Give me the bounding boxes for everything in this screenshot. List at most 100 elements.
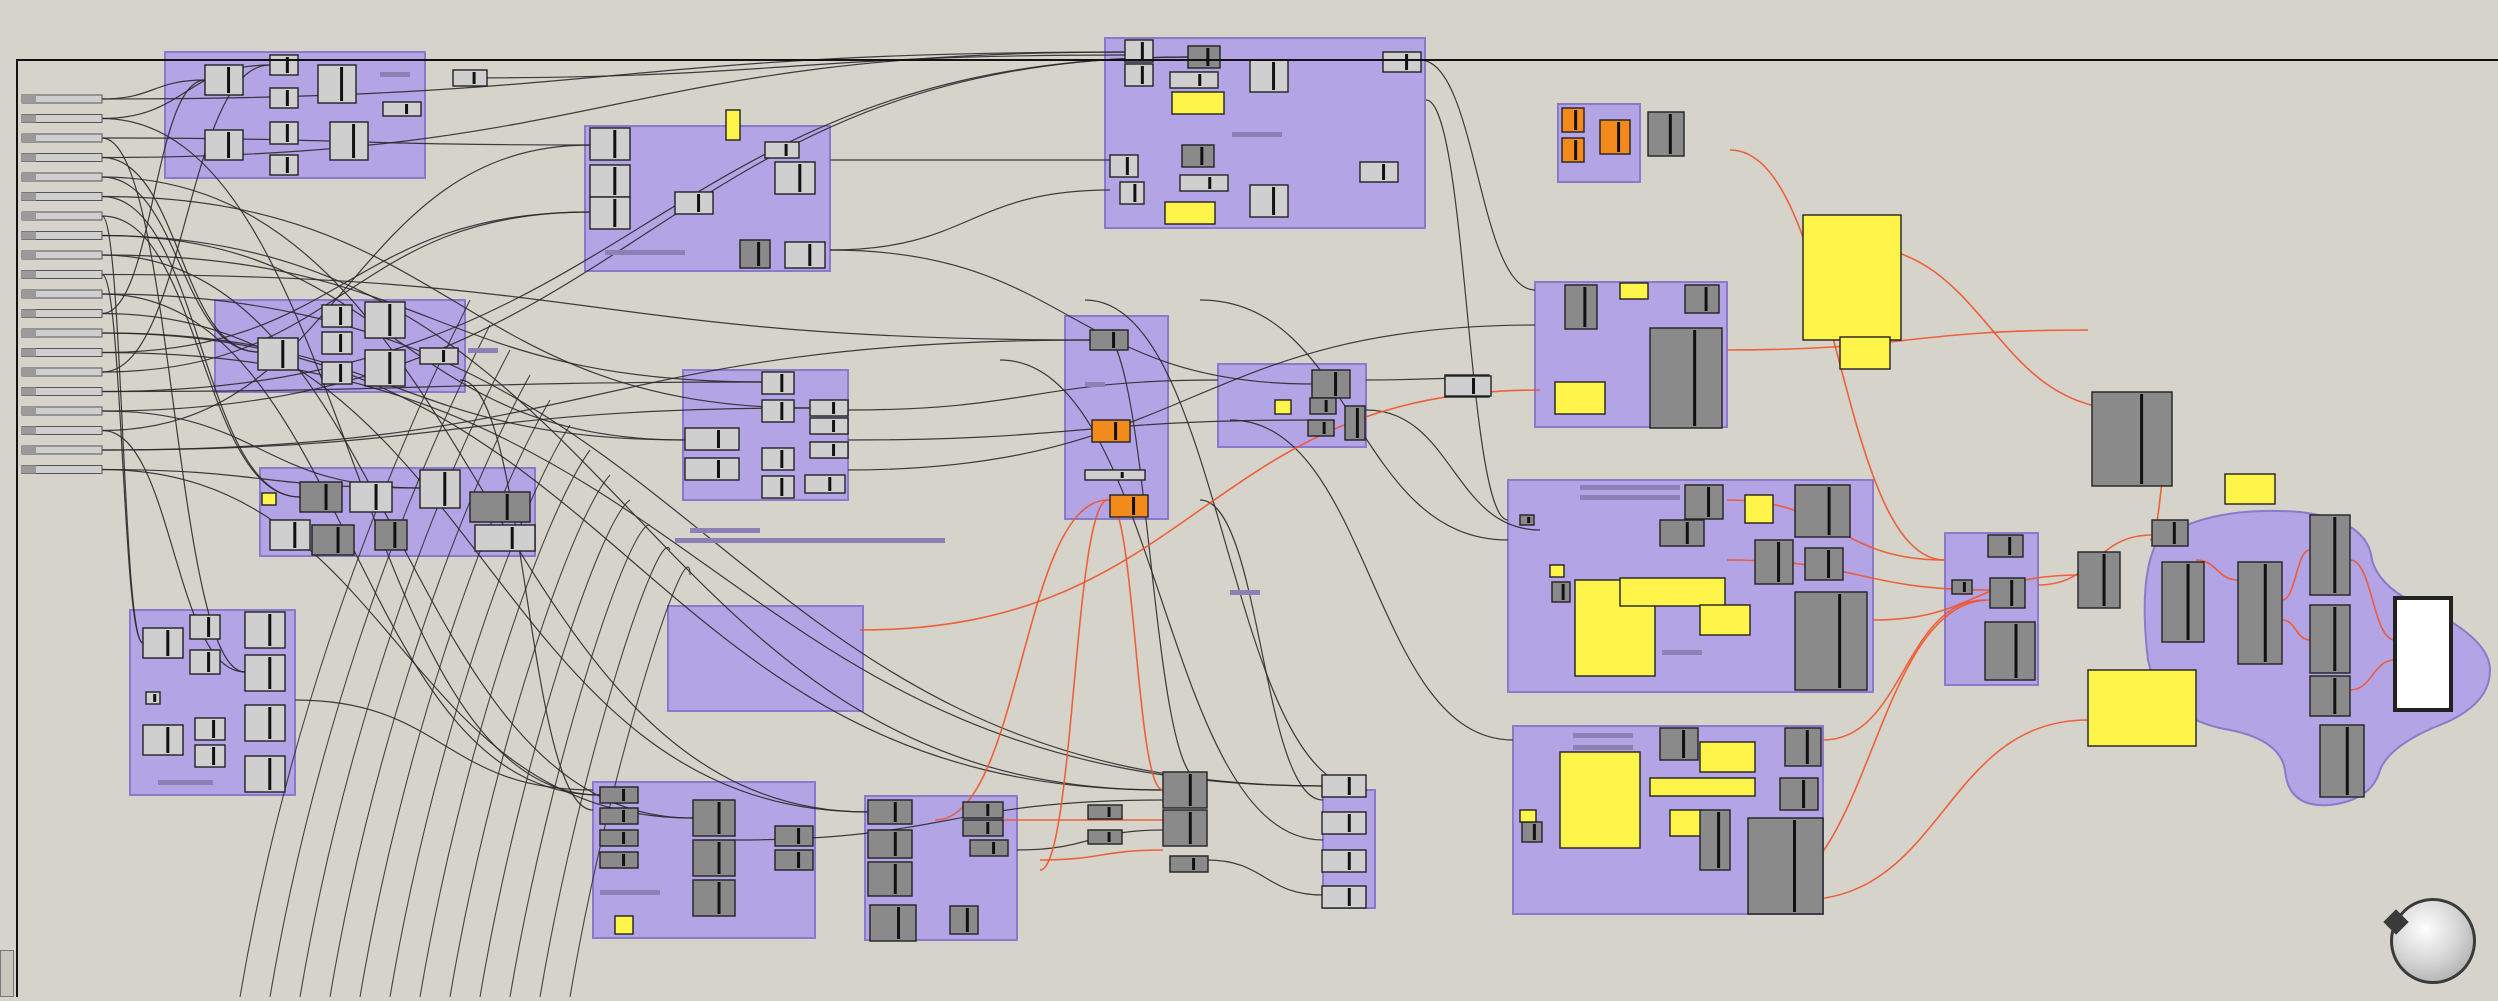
panel-node[interactable] [1171,91,1225,115]
component-dark[interactable] [1169,855,1209,873]
input-parameter-handle[interactable] [22,368,36,376]
component-dark[interactable] [739,239,771,269]
component-dark[interactable] [692,879,736,917]
component[interactable] [1124,63,1154,87]
component[interactable] [674,191,714,215]
component-dark[interactable] [962,819,1004,837]
component[interactable] [474,524,536,552]
component-dark[interactable] [867,861,913,897]
component[interactable] [452,69,488,87]
component-dark[interactable] [1747,817,1824,915]
component-dark[interactable] [774,849,814,871]
component-dark[interactable] [1951,579,1973,595]
output-display[interactable] [2393,596,2453,712]
input-parameter-handle[interactable] [22,134,36,142]
input-parameter-handle[interactable] [22,329,36,337]
component-dark[interactable] [774,825,814,847]
panel-node[interactable] [1549,564,1565,578]
input-parameter-handle[interactable] [22,212,36,220]
component[interactable] [189,614,221,640]
component-dark[interactable] [1311,369,1351,399]
component-dark[interactable] [2309,514,2351,596]
component-dark[interactable] [1564,284,1598,330]
toggle-node[interactable] [1091,419,1131,443]
component[interactable] [589,196,631,230]
component-dark[interactable] [969,839,1009,857]
component-dark[interactable] [1989,577,2026,609]
toggle-node[interactable] [1599,119,1631,155]
panel-node[interactable] [1699,741,1756,773]
component-dark[interactable] [1181,144,1215,168]
component-dark[interactable] [1519,514,1535,526]
component[interactable] [1249,184,1289,218]
component[interactable] [142,724,184,756]
navigation-wheel-icon[interactable] [2383,898,2476,984]
component[interactable] [774,161,816,195]
panel-node[interactable] [261,492,277,506]
component[interactable] [145,691,161,705]
component-dark[interactable] [1684,284,1720,314]
component[interactable] [419,469,461,509]
component-dark[interactable] [299,481,343,513]
component-dark[interactable] [962,801,1004,819]
component-dark[interactable] [2237,561,2283,665]
panel-node[interactable] [2224,473,2276,505]
component-dark[interactable] [869,904,917,942]
component-dark[interactable] [2151,519,2189,547]
component[interactable] [269,121,299,145]
component[interactable] [1119,181,1145,205]
canvas-corner-tab[interactable] [0,950,14,997]
panel-node[interactable] [1554,381,1606,415]
component-dark[interactable] [692,839,736,877]
component-dark[interactable] [469,491,531,523]
component[interactable] [364,301,406,339]
component-dark[interactable] [1087,829,1123,845]
component[interactable] [1321,811,1367,835]
component[interactable] [1109,154,1139,178]
component[interactable] [809,441,849,459]
panel-node[interactable] [1274,399,1292,415]
component[interactable] [784,241,826,269]
component[interactable] [1359,161,1399,183]
component-dark[interactable] [1307,419,1335,437]
component-dark[interactable] [1162,809,1208,847]
component-dark[interactable] [374,519,408,551]
input-parameter-handle[interactable] [22,251,36,259]
panel-node[interactable] [725,109,741,141]
component-dark[interactable] [1684,484,1724,520]
input-parameter-handle[interactable] [22,114,36,123]
component-dark[interactable] [692,799,736,837]
component-dark[interactable] [1699,809,1731,871]
component[interactable] [317,64,357,104]
component[interactable] [1084,469,1146,481]
component[interactable] [684,457,740,481]
component[interactable] [321,361,353,385]
input-parameter-handle[interactable] [22,270,36,279]
component[interactable] [684,427,740,451]
component-dark[interactable] [2309,604,2351,674]
component[interactable] [1321,885,1367,909]
input-parameter-handle[interactable] [22,231,36,240]
component[interactable] [1179,174,1229,192]
component-dark[interactable] [1647,111,1685,157]
component-dark[interactable] [1089,329,1129,351]
panel-node[interactable] [1744,494,1774,524]
input-parameter-handle[interactable] [22,192,36,201]
component-dark[interactable] [1987,534,2024,558]
component[interactable] [364,349,406,387]
component[interactable] [269,519,311,551]
component-dark[interactable] [1804,547,1844,581]
component-dark[interactable] [599,807,639,825]
input-parameter-handle[interactable] [22,309,36,318]
component[interactable] [1444,375,1492,397]
input-parameter-handle[interactable] [22,446,36,454]
input-parameter-handle[interactable] [22,387,36,396]
component-dark[interactable] [867,799,913,825]
component[interactable] [329,121,369,161]
component-dark[interactable] [949,905,979,935]
component[interactable] [257,337,299,371]
component-dark[interactable] [1521,821,1543,843]
input-parameter-handle[interactable] [22,407,36,415]
